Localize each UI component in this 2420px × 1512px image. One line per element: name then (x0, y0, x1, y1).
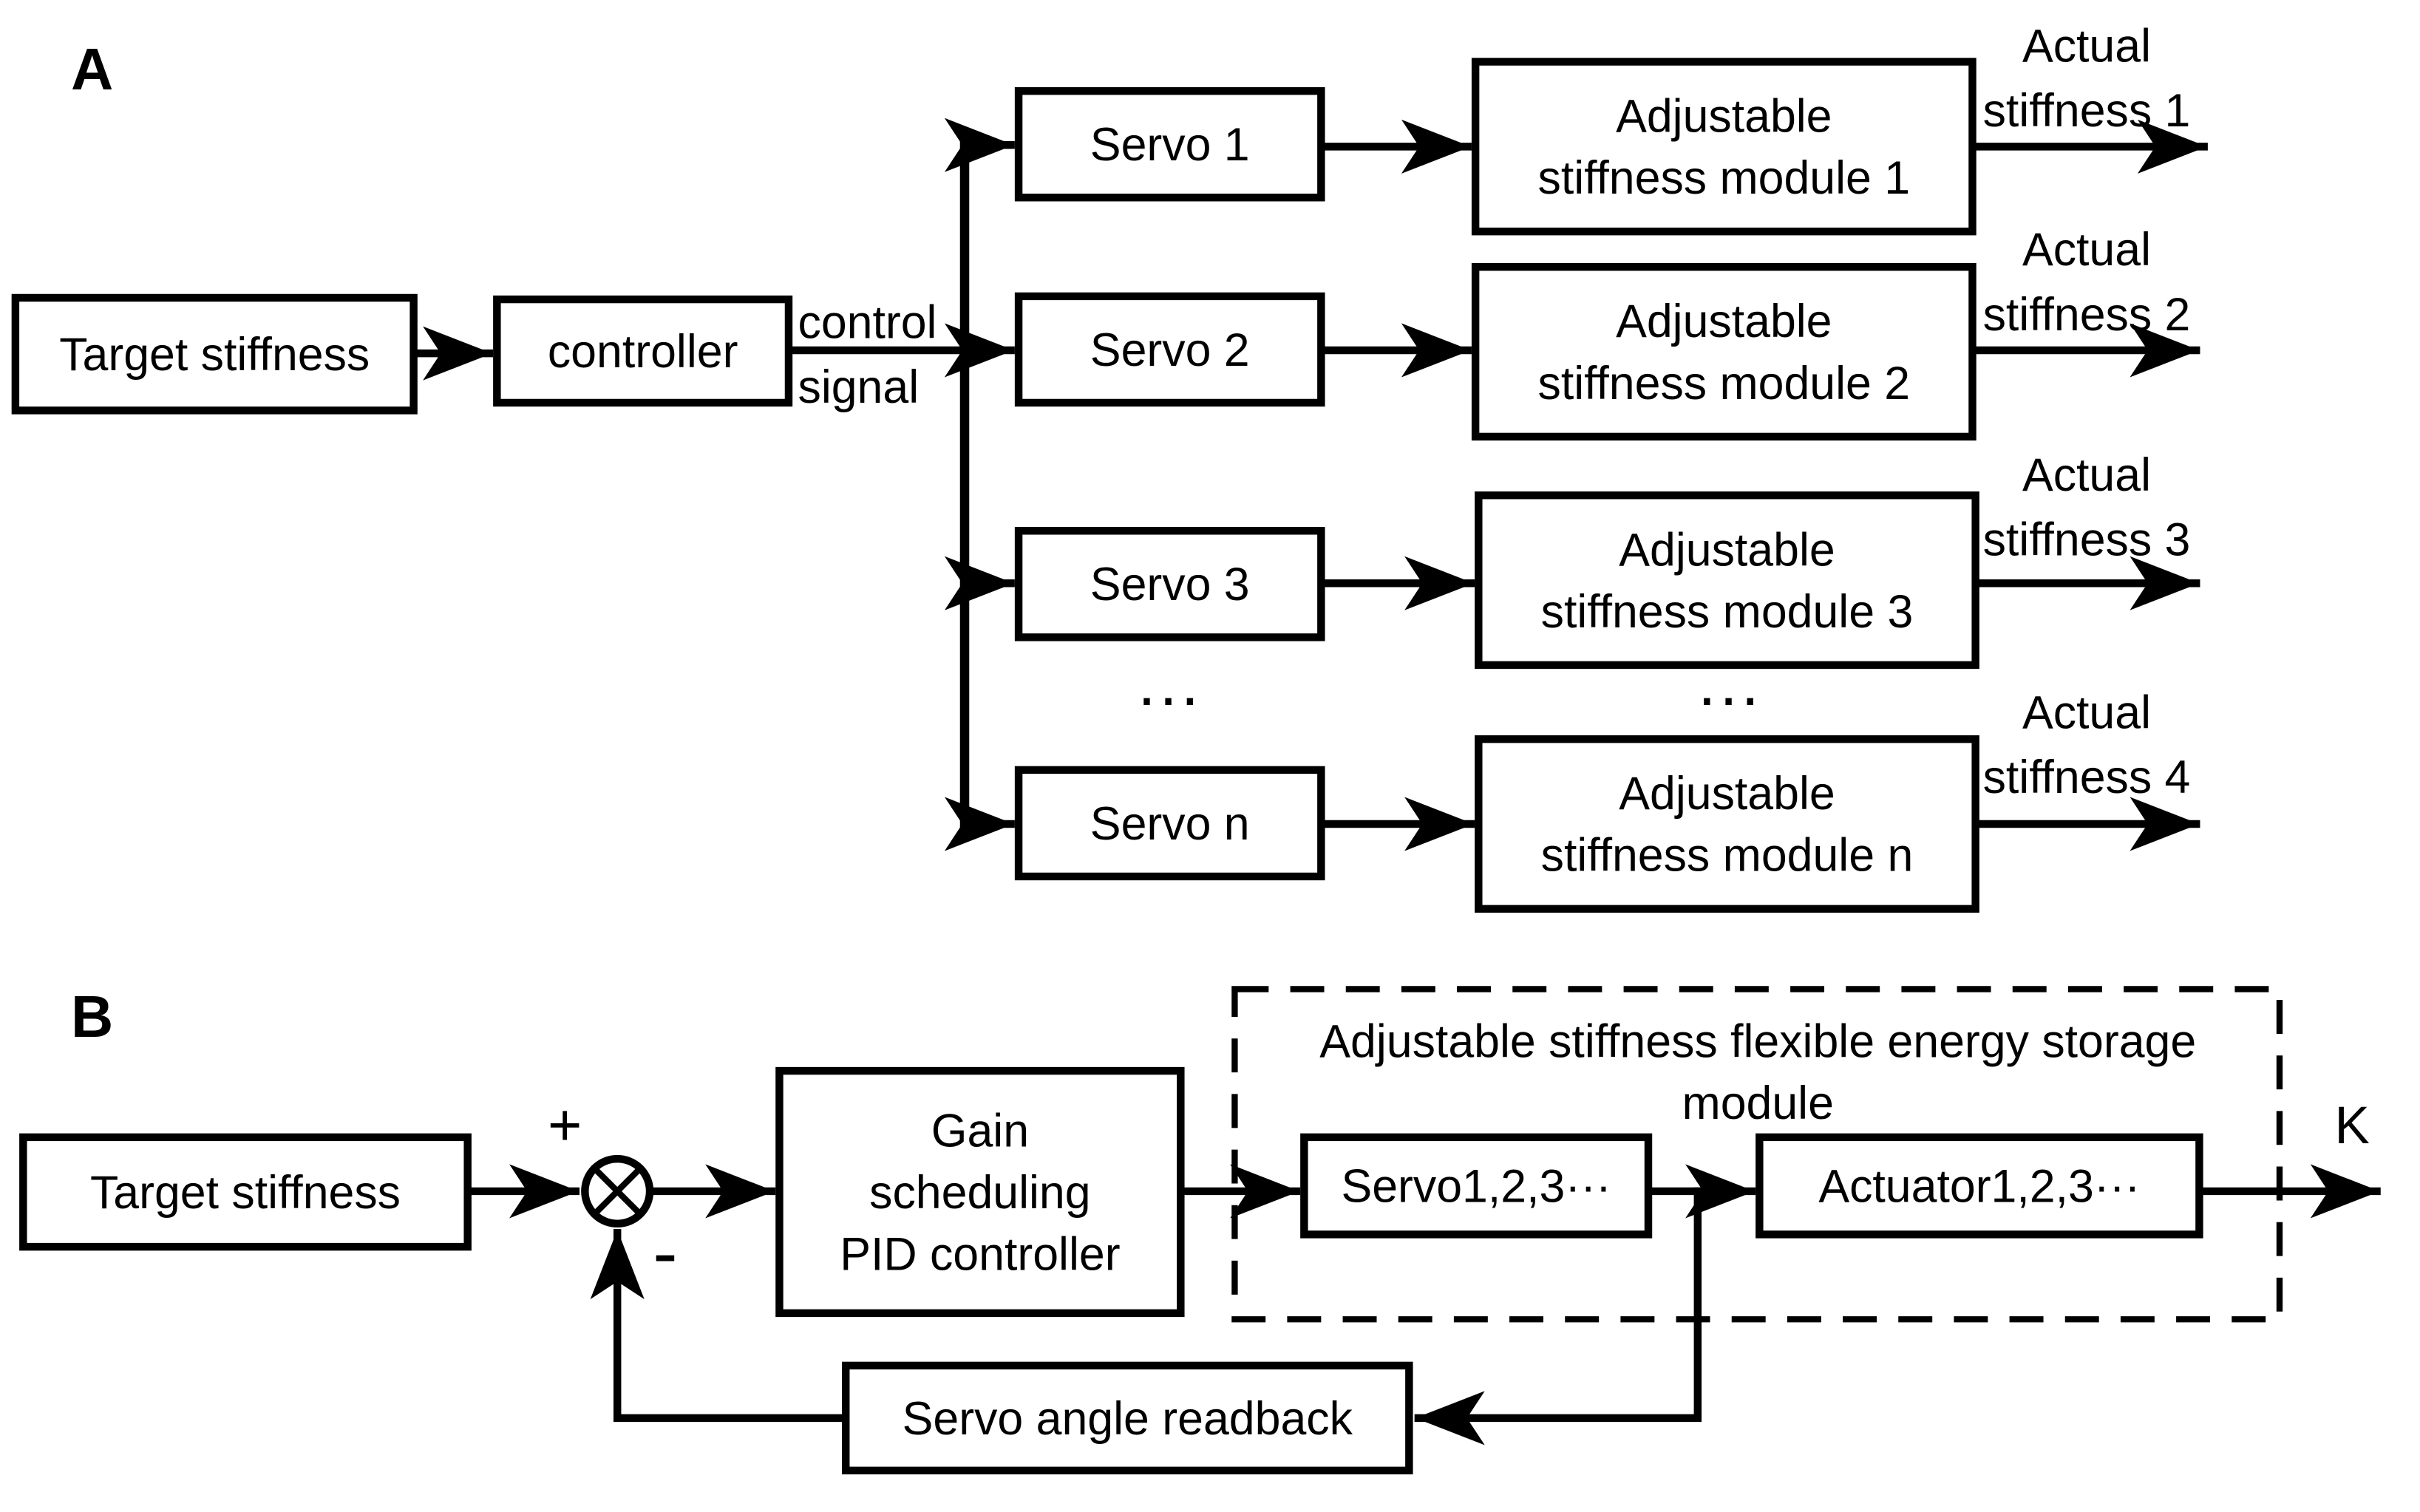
module-2-label: Adjustable (1616, 296, 1832, 347)
module-n-label: Adjustable (1619, 768, 1835, 820)
label-dots-module-column: ··· (1696, 661, 1761, 733)
edge-tap-to-readback (1414, 1187, 1702, 1445)
label-actual-stiffness-1: Actual (2022, 21, 2151, 72)
node-module-n: Adjustable stiffness module n (1475, 735, 1979, 913)
module-2-label: stiffness module 2 (1538, 358, 1911, 409)
label-actual-stiffness-2: stiffness 2 (1983, 289, 2191, 341)
label-actual-stiffness-3: Actual (2022, 449, 2151, 501)
target-stiffness-label: Target stiffness (59, 329, 370, 381)
controller-box (493, 295, 793, 407)
node-controller: controller (493, 295, 793, 407)
node-servo-angle-readback: Servo angle readback (842, 1361, 1413, 1475)
servo-1-box (1014, 86, 1325, 202)
label-minus-sign: - (653, 1211, 677, 1294)
module-1-label: Adjustable (1616, 91, 1832, 143)
module-1-label: stiffness module 1 (1538, 152, 1911, 204)
actuator-group-label: Actuator1,2,3··· (1818, 1161, 2140, 1213)
panel-b: B Adjustable stiffness flexible energy st… (19, 984, 2381, 1475)
node-module-2: Adjustable stiffness module 2 (1471, 263, 1977, 441)
label-k-output-label: K (2334, 1097, 2369, 1155)
dashed-module-container: Adjustable stiffness flexible energy sto… (1231, 986, 2283, 1323)
servo-angle-readback-box (842, 1361, 1413, 1475)
servo-angle-readback-label: Servo angle readback (903, 1393, 1353, 1445)
target-stiffness-label: Target stiffness (90, 1167, 401, 1219)
label-control-signal: signal (798, 361, 920, 413)
dashed-container-border (1231, 986, 2283, 1323)
node-servo-3: Servo 3 (1014, 527, 1325, 641)
gain-scheduling-pid-controller-label: Gain (931, 1105, 1029, 1157)
gain-scheduling-pid-controller-box (775, 1066, 1185, 1318)
node-servo-group: Servo1,2,3··· (1300, 1133, 1653, 1239)
servo-group-box (1300, 1133, 1653, 1239)
dashed-container-title: Adjustable stiffness flexible energy sto… (1319, 1015, 2196, 1067)
servo-1-label: Servo 1 (1090, 119, 1250, 171)
servo-n-box (1014, 766, 1325, 881)
label-plus-sign: + (548, 1092, 582, 1157)
label-dots-servo-column: ··· (1136, 661, 1201, 733)
label-actual-stiffness-4: stiffness 4 (1983, 752, 2191, 803)
servo-3-label: Servo 3 (1090, 559, 1250, 610)
node-module-3: Adjustable stiffness module 3 (1475, 491, 1979, 670)
module-1-box (1471, 58, 1977, 236)
servo-3-box (1014, 527, 1325, 641)
label-actual-stiffness-4: Actual (2022, 687, 2151, 739)
dashed-container-title: module (1682, 1077, 1834, 1129)
controller-label: controller (548, 326, 738, 378)
panel-b-label: B (71, 984, 113, 1049)
node-target-stiffness: Target stiffness (11, 293, 418, 415)
node-servo-2: Servo 2 (1014, 292, 1325, 407)
module-2-box (1471, 263, 1977, 441)
node-servo-1: Servo 1 (1014, 86, 1325, 202)
module-n-box (1475, 735, 1979, 913)
label-actual-stiffness-3: stiffness 3 (1983, 514, 2191, 566)
module-3-label: Adjustable (1619, 524, 1835, 576)
gain-scheduling-pid-controller-label: PID controller (840, 1228, 1120, 1280)
servo-2-label: Servo 2 (1090, 324, 1250, 376)
label-control-signal: control (798, 296, 937, 348)
target-stiffness-box (11, 293, 418, 415)
node-target-stiffness: Target stiffness (19, 1133, 472, 1251)
servo-2-box (1014, 292, 1325, 407)
node-module-1: Adjustable stiffness module 1 (1471, 58, 1977, 236)
actuator-group-box (1755, 1133, 2203, 1239)
panel-a: A Target stiffness controller Servo 1 Servo … (11, 21, 2208, 913)
sum-junction-cross-icon (592, 1165, 643, 1216)
panel-a-label: A (71, 36, 113, 102)
sum-junction (581, 1154, 654, 1228)
target-stiffness-box (19, 1133, 472, 1251)
module-n-label: stiffness module n (1541, 830, 1914, 882)
servo-n-label: Servo n (1090, 798, 1250, 850)
label-actual-stiffness-2: Actual (2022, 224, 2151, 276)
node-actuator-group: Actuator1,2,3··· (1755, 1133, 2203, 1239)
module-3-box (1475, 491, 1979, 670)
node-servo-n: Servo n (1014, 766, 1325, 881)
module-3-label: stiffness module 3 (1541, 586, 1914, 638)
servo-group-label: Servo1,2,3··· (1341, 1161, 1611, 1213)
label-actual-stiffness-1: stiffness 1 (1983, 85, 2191, 137)
edge-readback-to-sum (590, 1229, 850, 1423)
gain-scheduling-pid-controller-label: scheduling (869, 1167, 1090, 1219)
